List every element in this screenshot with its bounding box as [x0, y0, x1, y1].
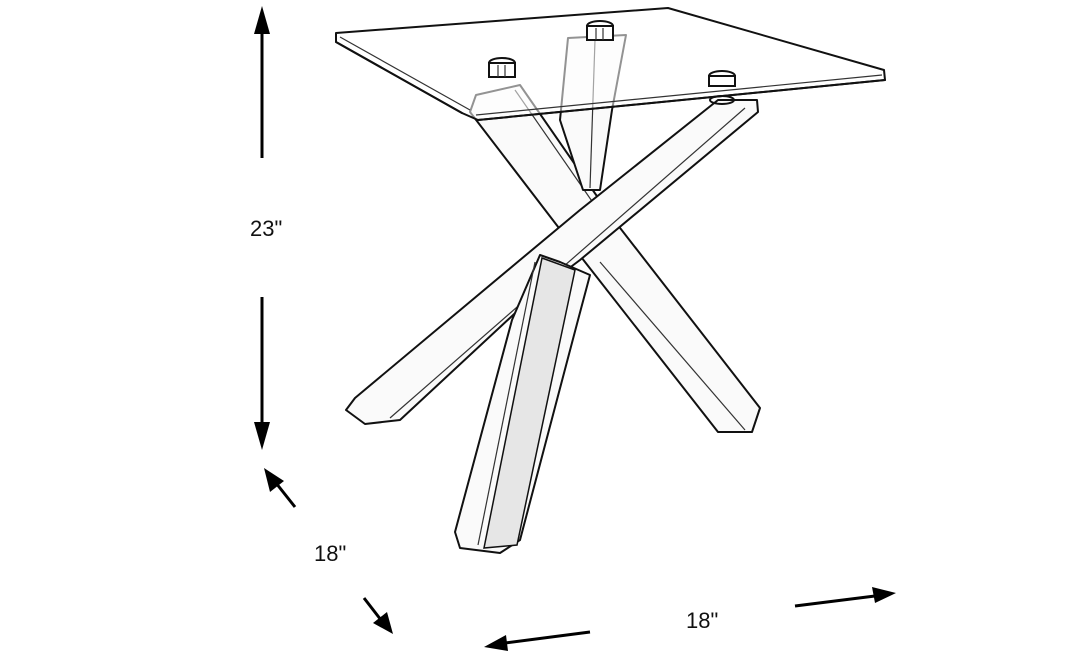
width-label: 18"	[686, 608, 719, 633]
table-legs	[345, 34, 761, 554]
glass-top	[335, 7, 886, 121]
height-label: 23"	[250, 216, 283, 241]
width-arrow	[484, 587, 896, 651]
leg-caps	[488, 20, 736, 105]
depth-arrow	[264, 468, 393, 634]
depth-label: 18"	[314, 541, 347, 566]
height-arrow	[254, 6, 270, 450]
